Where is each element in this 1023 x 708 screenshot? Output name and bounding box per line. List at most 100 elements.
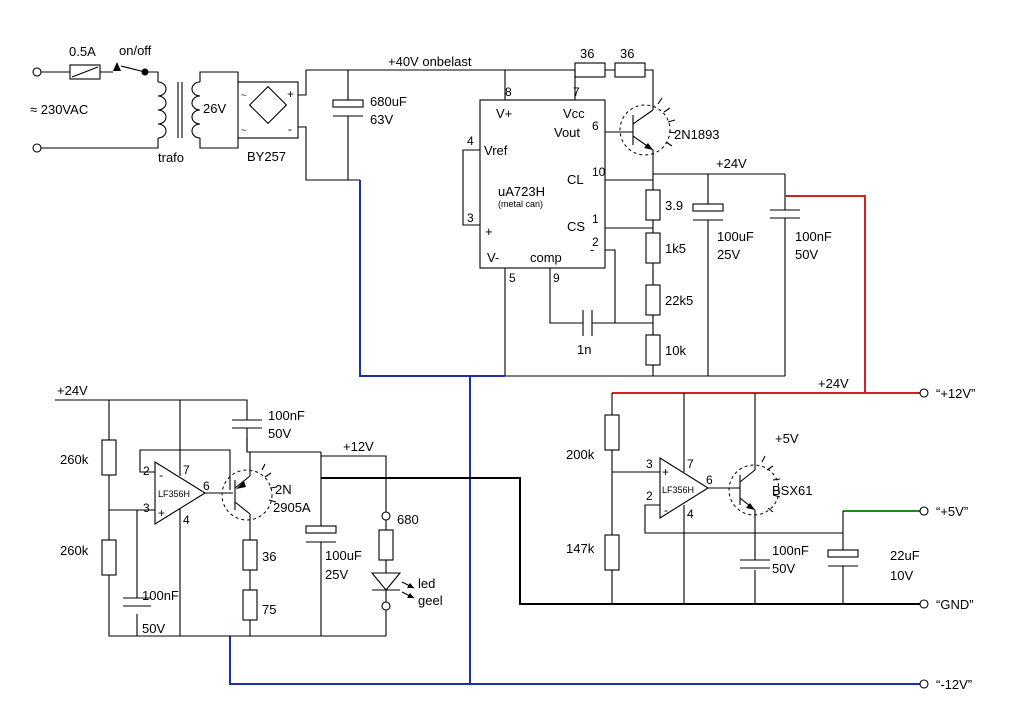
- opamp-left-pin6: 6: [203, 479, 210, 493]
- opamp-left-pin2: 2: [143, 464, 150, 478]
- ua723-plus: +: [485, 224, 493, 239]
- opamp-left-pin3: 3: [143, 501, 150, 515]
- bridge-minus: -: [288, 122, 292, 136]
- main-regulator-section: +40V onbelast 680uF 63V 36 36 8 7 V+ Vcc…: [306, 46, 832, 377]
- terminal-plus12v[interactable]: [919, 388, 929, 398]
- cap-100uf: [692, 203, 724, 212]
- red-24v-bus: [612, 195, 866, 394]
- resistor-260k-top-label: 260k: [60, 452, 89, 467]
- led-yellow: [370, 572, 402, 591]
- terminal-plus5v-label: “+5V”: [936, 504, 968, 519]
- output-terminals: “+12V” “+5V” “GND” “-12V”: [919, 386, 975, 692]
- cap-100uf-left: [305, 525, 337, 534]
- resistor-1k5-label: 1k5: [665, 241, 686, 256]
- led-bottom-point: [381, 601, 391, 611]
- cap-680uf: [332, 99, 364, 108]
- ua723-pin6: 6: [592, 119, 599, 133]
- transistor-2n2905a: [221, 469, 273, 521]
- resistor-260k-bottom: [101, 539, 117, 576]
- ua723-pin2: 2: [592, 235, 599, 249]
- resistor-200k: [604, 414, 620, 451]
- terminal-plus5v[interactable]: [919, 506, 929, 516]
- resistor-36-left: [242, 539, 258, 571]
- right-rail-5v: +5V: [775, 431, 799, 446]
- opamp-right-pin4: 4: [687, 507, 694, 521]
- terminal-minus12v-label: “-12V”: [936, 677, 972, 692]
- transformer-secondary: [191, 81, 201, 139]
- opamp-right-pin6: 6: [706, 473, 713, 487]
- ua723-note: (metal can): [498, 199, 543, 209]
- cap-680uf-voltage: 63V: [370, 112, 393, 127]
- ua723-vplus: V+: [496, 106, 512, 121]
- resistor-680-label: 680: [397, 512, 419, 527]
- resistor-22k5: [645, 284, 661, 316]
- transistor-2n2905a-rays: [261, 463, 278, 503]
- ua723-pin8: 8: [505, 85, 512, 99]
- resistor-36-left-label: 36: [262, 549, 276, 564]
- bridge-diamond: [248, 85, 288, 125]
- switch-contact: [113, 62, 121, 71]
- resistor-147k: [604, 534, 620, 571]
- terminal-minus12v[interactable]: [919, 679, 929, 689]
- left-rail-24v: +24V: [57, 383, 88, 398]
- mains-terminal-bottom: [32, 143, 42, 153]
- opamp-left-plus: +: [158, 506, 165, 520]
- led-label-b: geel: [418, 593, 443, 608]
- opamp-right-plus: +: [662, 465, 669, 479]
- resistor-1k5: [645, 232, 661, 264]
- resistor-200k-label: 200k: [566, 447, 595, 462]
- cap-22uf-label: 22uF: [890, 548, 920, 563]
- switch-label: on/off: [119, 43, 152, 58]
- transistor-2n2905a-label-b: 2905A: [273, 500, 311, 515]
- left-regulator-section: +24V 260k 260k 100nF 50V LF356H - + 2 3 …: [55, 383, 443, 637]
- secondary-voltage-label: 26V: [203, 101, 226, 116]
- bridge-ac2: ~: [241, 125, 246, 135]
- opamp-right-minus: -: [664, 503, 668, 517]
- transformer-label: trafo: [158, 150, 184, 165]
- bridge-ac1: ~: [241, 90, 246, 100]
- resistor-680: [378, 529, 394, 561]
- resistor-36a: [574, 62, 606, 78]
- cap-div-voltage: 50V: [142, 621, 165, 636]
- resistor-10k-label: 10k: [665, 343, 686, 358]
- terminal-gnd-label: “GND”: [936, 597, 974, 612]
- cap-top-voltage: 50V: [268, 426, 291, 441]
- terminal-gnd[interactable]: [919, 599, 929, 609]
- cap-22uf-voltage: 10V: [890, 568, 913, 583]
- bus-wires: [229, 180, 920, 685]
- ua723-cs: CS: [567, 219, 585, 234]
- opamp-left-pin4: 4: [183, 513, 190, 527]
- transistor-2n1893-label: 2N1893: [674, 127, 720, 142]
- resistor-3-9: [645, 189, 661, 221]
- fuse-label: 0.5A: [69, 44, 96, 59]
- opamp-left-pin7: 7: [183, 463, 190, 477]
- resistor-3-9-label: 3.9: [665, 198, 683, 213]
- cap-100nf-right-label: 100nF: [772, 543, 809, 558]
- cap-100uf-left-voltage: 25V: [325, 567, 348, 582]
- opamp-right-label: LF356H: [662, 485, 694, 495]
- led-test-point: [381, 511, 391, 521]
- mains-terminal-top: [32, 67, 42, 77]
- black-ground-bus: [321, 477, 920, 605]
- comp-cap-label: 1n: [577, 342, 591, 357]
- opamp-right-pin7: 7: [687, 457, 694, 471]
- resistor-75-left-label: 75: [262, 602, 276, 617]
- ua723-comp: comp: [530, 250, 562, 265]
- resistor-36b: [614, 62, 646, 78]
- switch-lever: [120, 65, 146, 73]
- resistor-75-left: [242, 589, 258, 621]
- cap-100uf-left-label: 100uF: [325, 548, 362, 563]
- opamp-right: [659, 457, 710, 519]
- resistor-10k: [645, 334, 661, 366]
- ua723-pin5: 5: [509, 271, 516, 285]
- transistor-bsx61-label: BSX61: [772, 483, 812, 498]
- ua723-pin10: 10: [592, 165, 606, 179]
- ua723-vcc: Vcc: [563, 106, 585, 121]
- ua723-title: uA723H: [498, 184, 545, 199]
- ua723-ic: [479, 99, 606, 269]
- resistor-147k-label: 147k: [566, 541, 595, 556]
- transistor-2n1893-rays: [657, 97, 677, 147]
- resistor-36a-label: 36: [580, 46, 594, 61]
- ua723-minus: -: [590, 242, 594, 257]
